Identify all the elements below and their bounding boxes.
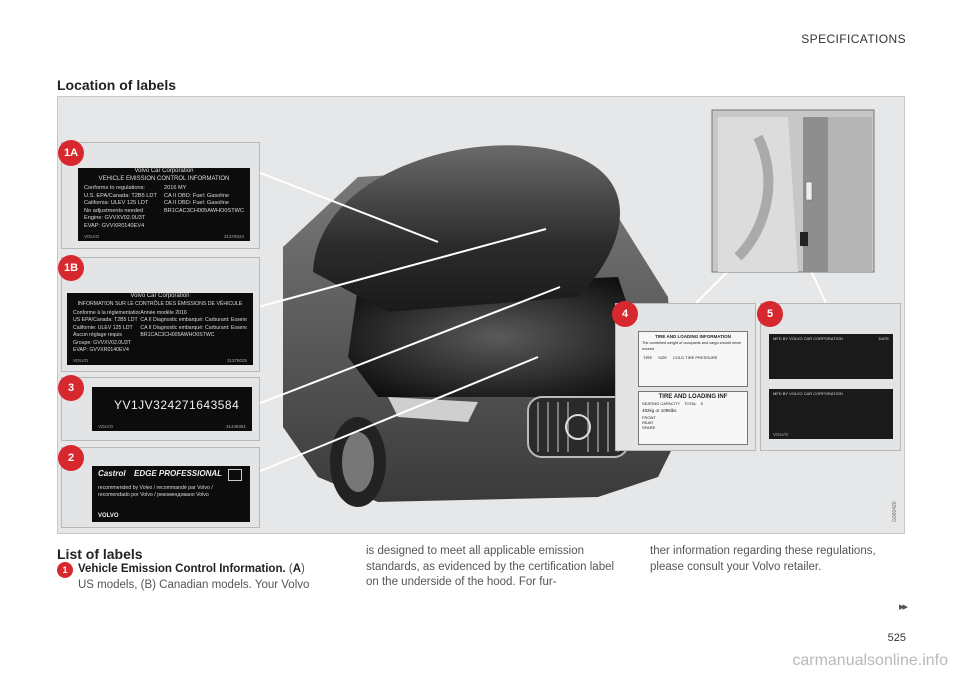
label-title-1: Volvo Car Corporation: [78, 168, 250, 176]
label-title-2: VEHICLE EMISSION CONTROL INFORMATION: [78, 176, 250, 184]
label-brand: VOLVO: [84, 234, 99, 239]
mfd-lower-title: MFD BY VOLVO CAR CORPORATION: [769, 389, 893, 398]
label-line: Conforms to regulations:: [84, 185, 157, 193]
label-line: EVAP: GVVXR0140EV4: [73, 347, 140, 354]
page-header: SPECIFICATIONS: [801, 32, 906, 46]
label-line: EVAP: GVVXR0140EV4: [84, 223, 157, 231]
item-badge-1: 1: [57, 562, 73, 578]
watermark: carmanualsonline.info: [792, 652, 948, 670]
book-icon: [228, 469, 242, 481]
tire-label-lower: TIRE AND LOADING INF SEATING CAPACITY TO…: [638, 391, 748, 445]
emission-label-us: Volvo Car Corporation VEHICLE EMISSION C…: [78, 168, 250, 241]
oil-brand: Castrol: [98, 469, 126, 478]
svg-text:G000420: G000420: [892, 501, 898, 522]
label-brand: VOLVO: [773, 432, 788, 437]
badge-2: 2: [58, 445, 84, 471]
tire-label-title: TIRE AND LOADING INFORMATION: [639, 332, 747, 339]
tire-weight-text: The combined weight of occupants and car…: [639, 339, 747, 353]
mfd-title: MFD BY VOLVO CAR CORPORATION: [773, 336, 843, 341]
vin-number: YV1JV324271643584: [114, 398, 239, 412]
item-tag-a: A: [293, 563, 301, 575]
label-brand: VOLVO: [98, 513, 119, 519]
label-line: U.S. EPA/Canada: T2B5 LDT: [84, 193, 157, 201]
weight-value: 492kg or 1085lbs: [639, 407, 747, 414]
label-line: California: ULEV 125 LDT: [84, 200, 157, 208]
label-line: Groupe: GVVXV02.0U3T: [73, 340, 140, 347]
seating-capacity: SEATING CAPACITY: [642, 401, 680, 406]
oil-product: EDGE PROFESSIONAL: [134, 469, 222, 478]
panel-5: 5 MFD BY VOLVO CAR CORPORATION DATE MFD …: [760, 303, 901, 451]
next-page-arrows: ▸▸: [899, 600, 906, 613]
oil-line: recommended by Volvo / recommandé par Vo…: [98, 485, 213, 492]
list-col-3: ther information regarding these regulat…: [650, 544, 910, 575]
label-line: Engine: GVVXV02.0U3T: [84, 215, 157, 223]
label-line: CA II OBD: Fuel: Gasoline: [164, 200, 244, 208]
label-title-1: Volvo Car Corporation: [67, 293, 253, 301]
label-line: CA II OBD: Fuel: Gasoline: [164, 193, 244, 201]
label-line: Californie: ULEV 125 LDT: [73, 325, 140, 332]
label-location-figure: G000420 1A Volvo Car Corporation VEHICLE…: [57, 96, 905, 534]
tire-label-upper: TIRE AND LOADING INFORMATION The combine…: [638, 331, 748, 387]
mfd-label-upper: MFD BY VOLVO CAR CORPORATION DATE: [769, 334, 893, 379]
label-line: BR1CAC3CH005AWHO0STWC: [140, 332, 247, 339]
tire-row: SPARE: [642, 425, 744, 430]
label-line: BR1CAC3CH005AWHO0STWC: [164, 208, 244, 216]
badge-4: 4: [612, 301, 638, 327]
label-line: Aucun réglage requis: [73, 332, 140, 339]
oil-label: Castrol EDGE PROFESSIONAL recommended by…: [92, 466, 250, 522]
label-line: CA II Diagnostic embarqué: Carburant: Es…: [140, 317, 247, 324]
panel-1b: 1B Volvo Car Corporation INFORMATION SUR…: [61, 257, 260, 372]
label-brand: VOLVO: [98, 424, 113, 429]
total-value: 5: [701, 401, 703, 406]
label-line: No adjustments needed: [84, 208, 157, 216]
tire-col: SIZE: [658, 355, 667, 360]
oil-line: recomendado por Volvo / рекомендовано Vo…: [98, 492, 213, 499]
label-partno: 31448351: [226, 424, 246, 429]
page-number: 525: [888, 632, 906, 644]
list-heading: List of labels: [57, 546, 143, 562]
panel-2: 2 Castrol EDGE PROFESSIONAL recommended …: [61, 447, 260, 528]
vin-label: YV1JV324271643584 VOLVO 31448351: [92, 387, 252, 431]
badge-5: 5: [757, 301, 783, 327]
mfd-date: DATE: [879, 336, 889, 341]
label-partno: 31378025: [227, 358, 247, 363]
panel-4: 4 TIRE AND LOADING INFORMATION The combi…: [615, 303, 756, 451]
badge-3: 3: [58, 375, 84, 401]
label-partno: 31378024: [224, 234, 244, 239]
tire-lower-title: TIRE AND LOADING INF: [639, 392, 747, 400]
item-title: Vehicle Emission Control Information.: [78, 563, 286, 575]
label-brand: VOLVO: [73, 358, 88, 363]
badge-1b: 1B: [58, 255, 84, 281]
label-line: 2016 MY: [164, 185, 244, 193]
section-title: Location of labels: [57, 77, 176, 93]
label-line: Conforme à la réglementation:: [73, 310, 140, 317]
badge-1a: 1A: [58, 140, 84, 166]
emission-label-canada: Volvo Car Corporation INFORMATION SUR LE…: [67, 293, 253, 365]
col1-text: US models, (B) Canadian models. Your Vol…: [78, 579, 309, 591]
list-col-2: is designed to meet all applicable emiss…: [366, 544, 616, 591]
label-line: CA II Diagnostic embarqué: Carburant: Es…: [140, 325, 247, 332]
mfd-label-lower: MFD BY VOLVO CAR CORPORATION VOLVO: [769, 389, 893, 439]
panel-3: 3 YV1JV324271643584 VOLVO 31448351: [61, 377, 260, 441]
tire-col: COLD TIRE PRESSURE: [673, 355, 717, 360]
tire-col: TIRE: [643, 355, 652, 360]
label-title-2: INFORMATION SUR LE CONTRÔLE DES ÉMISSION…: [67, 301, 253, 309]
total-label: TOTAL: [684, 401, 697, 406]
list-col-1: Vehicle Emission Control Information. (A…: [78, 562, 330, 593]
panel-1a: 1A Volvo Car Corporation VEHICLE EMISSIO…: [61, 142, 260, 249]
label-line: US EPA/Canada: T2B5 LDT: [73, 317, 140, 324]
label-line: Année modèle 2016: [140, 310, 247, 317]
